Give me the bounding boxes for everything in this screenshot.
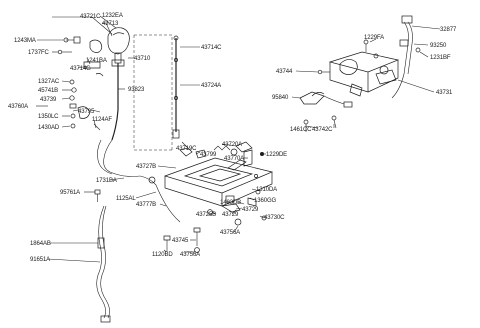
label-1229DE: 1229DE (266, 152, 287, 158)
shift-lever-rod (111, 59, 125, 141)
label-43731: 43731 (436, 90, 453, 96)
label-43739: 43739 (40, 97, 57, 103)
label-1327AC: 1327AC (38, 79, 60, 85)
label-43756A-lower: 43756A (180, 252, 200, 258)
label-43720A: 43720A (222, 142, 242, 148)
control-rod (172, 35, 180, 139)
solenoid-95840 (299, 91, 353, 108)
label-32877: 32877 (440, 27, 457, 33)
label-43756A: 43756A (220, 230, 240, 236)
wire-harness-lower (96, 205, 111, 323)
label-1120BD: 1120BD (152, 252, 173, 258)
label-1241BA: 1241BA (86, 58, 107, 64)
label-1360GG: 1360GG (254, 198, 277, 204)
label-1243MA: 1243MA (14, 38, 36, 44)
label-43795: 43795 (78, 109, 95, 115)
label-1461CC: 1461CC (290, 127, 312, 133)
label-43760A: 43760A (8, 104, 28, 110)
bolt-95761A (94, 189, 101, 202)
label-43725B: 43725B (196, 212, 216, 218)
knob-small-parts (57, 36, 104, 77)
label-43777B: 43777B (136, 202, 156, 208)
label-43724A: 43724A (201, 83, 221, 89)
label-1310DA: 1310DA (256, 187, 277, 193)
label-1731BA: 1731BA (96, 178, 117, 184)
label-43770A: 43770A (224, 156, 244, 162)
label-1350LC: 1350LC (38, 114, 59, 120)
label-43745: 43745 (172, 238, 189, 244)
label-43719C: 43719C (176, 146, 197, 152)
label-1125AL: 1125AL (116, 196, 136, 202)
bracket-fastener-right (254, 152, 264, 178)
label-1231BF: 1231BF (430, 55, 451, 61)
shift-lever-base-bracket (163, 141, 274, 207)
shift-lock-assembly (328, 51, 400, 97)
cable-left (97, 139, 181, 223)
label-43721C: 43721C (80, 14, 101, 20)
label-93250: 93250 (430, 43, 447, 49)
label-43744: 43744 (276, 69, 293, 75)
part-number-labels: 43721C 1232EA 43713 1243MA 1737FC 43710 … (8, 13, 457, 263)
label-43727B: 43727B (136, 164, 156, 170)
label-95840: 95840 (272, 95, 289, 101)
leader-lines (36, 15, 441, 263)
label-1430AD: 1430AD (38, 125, 60, 131)
right-small-parts (303, 39, 421, 132)
label-1232EA: 1232EA (102, 13, 123, 19)
label-43710: 43710 (134, 56, 151, 62)
interlock-harness (391, 15, 413, 99)
label-95761A: 95761A (60, 190, 80, 196)
detent-spring (213, 145, 238, 156)
label-1737FC: 1737FC (28, 50, 50, 56)
bolts-lower (163, 215, 267, 253)
label-43714C: 43714C (201, 45, 222, 51)
label-45741B: 45741B (38, 88, 58, 94)
label-43713: 43713 (102, 21, 119, 27)
label-1483DB: 1483DB (220, 200, 241, 206)
label-43742C: 43742C (312, 127, 333, 133)
label-43799: 43799 (200, 152, 217, 158)
label-1124AF: 1124AF (92, 117, 112, 123)
label-43714G: 43714G (70, 66, 91, 72)
label-43730C: 43730C (264, 215, 285, 221)
cable-guide-frame (133, 34, 173, 151)
label-43729-lower: 43729 (222, 212, 239, 218)
label-93823: 93823 (128, 87, 145, 93)
rod-connector (179, 147, 207, 159)
label-1229FA: 1229FA (364, 35, 384, 41)
label-43729-upper: 43729 (242, 207, 259, 213)
label-1864AB: 1864AB (30, 241, 51, 247)
label-91651A: 91651A (30, 257, 50, 263)
